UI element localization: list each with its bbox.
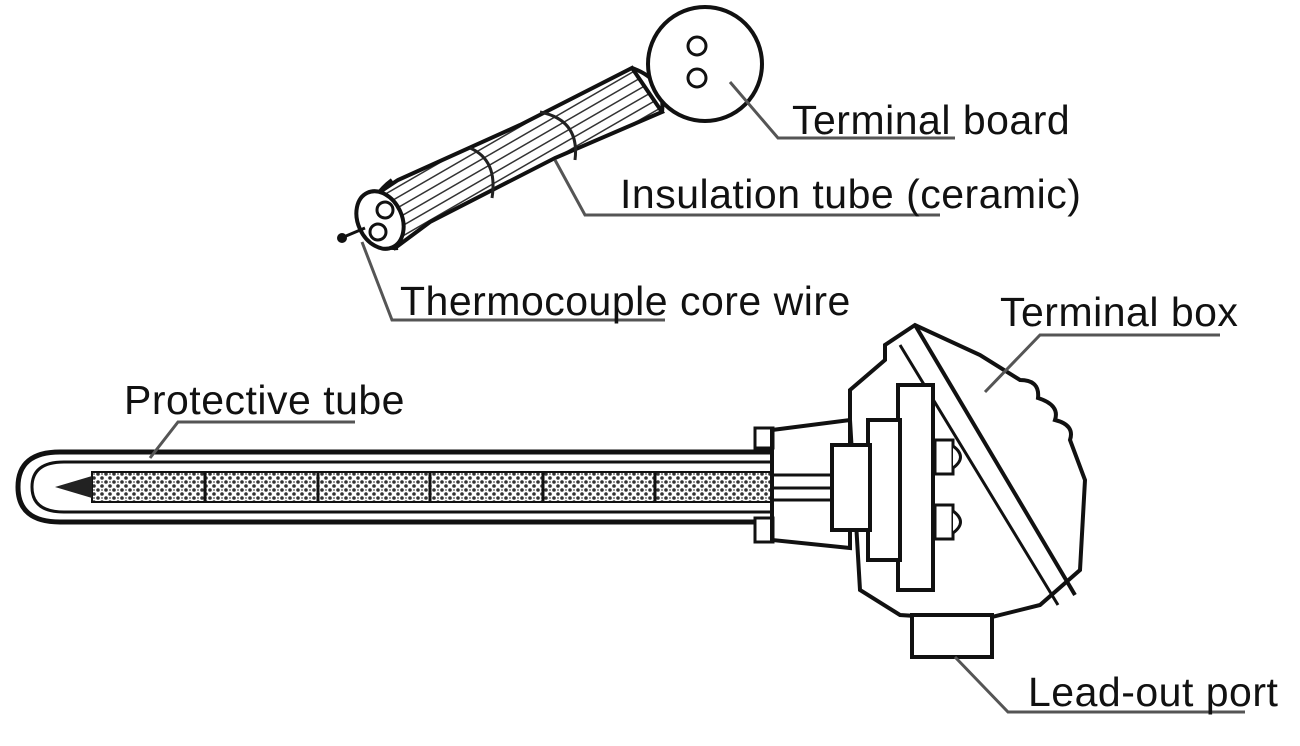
label-thermocouple-core-wire: Thermocouple core wire [400,278,851,324]
leader-terminal-board [728,81,955,140]
insulation-tube-end [337,189,406,251]
label-terminal-box: Terminal box [1000,289,1239,335]
protective-tube-shape [15,449,773,525]
leader-lead-out-port [953,655,1245,714]
terminal-board-shape [646,5,764,123]
label-terminal-board: Terminal board [792,97,1071,143]
insulation-assembly [337,5,764,251]
leader-core-wire [360,241,665,322]
leader-insulation-tube [553,159,940,217]
label-lead-out-port: Lead-out port [1028,669,1279,715]
fitting-shape [753,417,852,551]
label-protective-tube: Protective tube [124,377,405,423]
thermocouple-assembly [15,322,1088,659]
leader-terminal-box [983,333,1220,394]
leader-lines [148,81,1245,714]
leader-protective-tube [148,420,355,459]
label-insulation-tube: Insulation tube (ceramic) [620,171,1082,217]
insulation-tube-shape [357,65,666,251]
terminal-box-shape [830,322,1088,659]
